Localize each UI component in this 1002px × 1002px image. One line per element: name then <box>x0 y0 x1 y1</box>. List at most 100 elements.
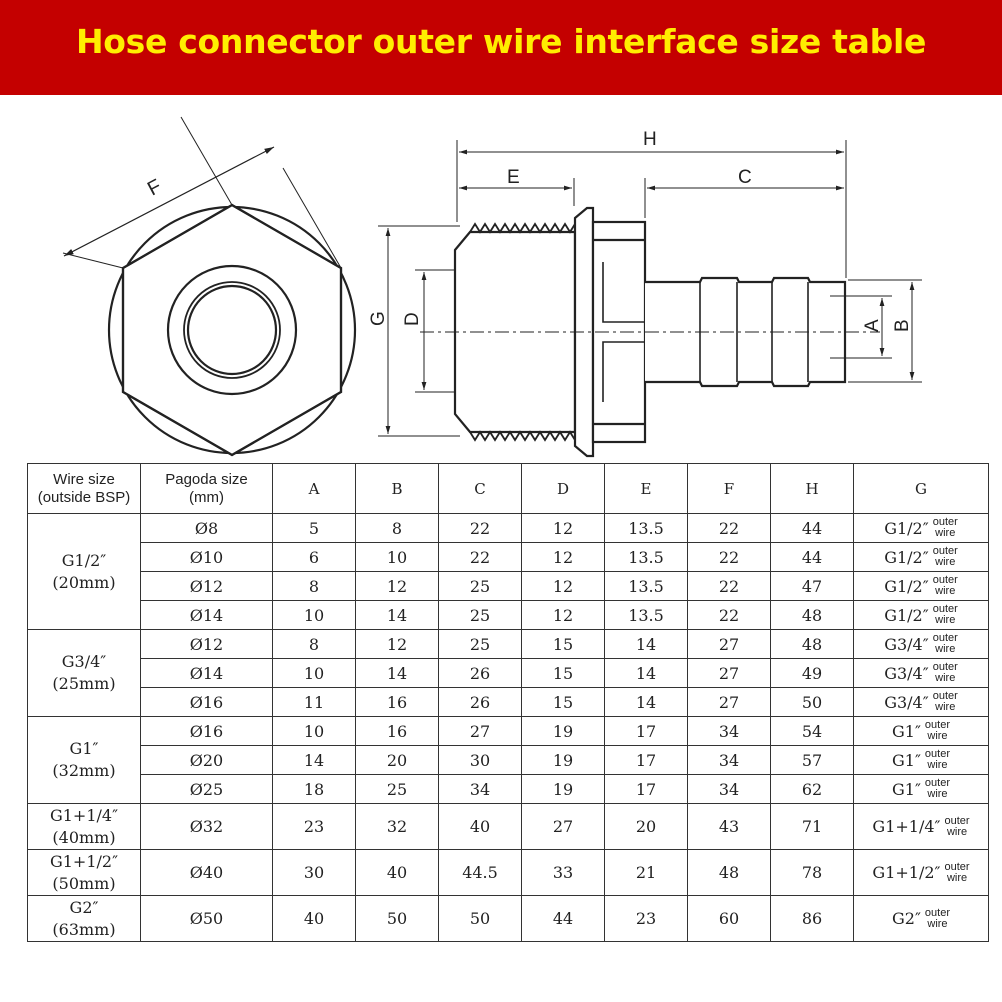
header-pagoda-size: Pagoda size(mm) <box>140 463 273 514</box>
header-A: A <box>272 463 356 514</box>
cell-H: 54 <box>770 716 854 746</box>
cell-B: 20 <box>355 745 439 775</box>
cell-B: 50 <box>355 895 439 942</box>
pagoda-size-cell: Ø25 <box>140 774 273 804</box>
cell-A: 5 <box>272 513 356 543</box>
cell-D: 19 <box>521 745 605 775</box>
cell-C: 50 <box>438 895 522 942</box>
cell-B: 25 <box>355 774 439 804</box>
cell-F: 27 <box>687 658 771 688</box>
cell-F: 22 <box>687 571 771 601</box>
cell-E: 21 <box>604 849 688 896</box>
size-table: Wire size(outside BSP) Pagoda size(mm) A… <box>27 463 989 942</box>
cell-A: 18 <box>272 774 356 804</box>
cell-D: 15 <box>521 687 605 717</box>
cell-C: 26 <box>438 658 522 688</box>
pagoda-size-cell: Ø14 <box>140 658 273 688</box>
cell-C: 40 <box>438 803 522 850</box>
cell-H: 44 <box>770 513 854 543</box>
cell-H: 44 <box>770 542 854 572</box>
cell-C: 34 <box>438 774 522 804</box>
header-B: B <box>355 463 439 514</box>
header-F: F <box>687 463 771 514</box>
cell-F: 22 <box>687 513 771 543</box>
cell-F: 48 <box>687 849 771 896</box>
cell-E: 14 <box>604 658 688 688</box>
cell-H: 48 <box>770 600 854 630</box>
table-header-row: Wire size(outside BSP) Pagoda size(mm) A… <box>27 463 989 514</box>
cell-A: 10 <box>272 658 356 688</box>
label-E: E <box>507 167 520 188</box>
cell-F: 22 <box>687 600 771 630</box>
cell-B: 8 <box>355 513 439 543</box>
pagoda-size-cell: Ø14 <box>140 600 273 630</box>
header-C: C <box>438 463 522 514</box>
cell-B: 14 <box>355 658 439 688</box>
cell-F: 34 <box>687 745 771 775</box>
cell-A: 23 <box>272 803 356 850</box>
end-view <box>62 116 357 457</box>
cell-F: 43 <box>687 803 771 850</box>
header-G: G <box>853 463 989 514</box>
cell-E: 13.5 <box>604 513 688 543</box>
connector-drawing: F <box>62 116 922 458</box>
cell-A: 14 <box>272 745 356 775</box>
wire-size-cell: G1″(32mm) <box>27 716 141 804</box>
cell-H: 48 <box>770 629 854 659</box>
cell-H: 50 <box>770 687 854 717</box>
cell-C: 25 <box>438 571 522 601</box>
wire-size-cell: G2″(63mm) <box>27 895 141 942</box>
cell-D: 15 <box>521 658 605 688</box>
cell-F: 27 <box>687 629 771 659</box>
cell-B: 12 <box>355 571 439 601</box>
cell-D: 12 <box>521 600 605 630</box>
cell-E: 17 <box>604 774 688 804</box>
label-H: H <box>643 129 657 150</box>
cell-E: 17 <box>604 716 688 746</box>
cell-F: 27 <box>687 687 771 717</box>
cell-C: 27 <box>438 716 522 746</box>
pagoda-size-cell: Ø50 <box>140 895 273 942</box>
cell-C: 44.5 <box>438 849 522 896</box>
wire-size-cell: G1/2″(20mm) <box>27 513 141 630</box>
cell-F: 34 <box>687 774 771 804</box>
cell-B: 12 <box>355 629 439 659</box>
title-banner: Hose connector outer wire interface size… <box>0 0 1002 95</box>
cell-D: 44 <box>521 895 605 942</box>
label-D: D <box>402 312 423 326</box>
cell-C: 25 <box>438 629 522 659</box>
cell-E: 13.5 <box>604 600 688 630</box>
cell-B: 14 <box>355 600 439 630</box>
cell-A: 40 <box>272 895 356 942</box>
pagoda-size-cell: Ø32 <box>140 803 273 850</box>
cell-E: 13.5 <box>604 542 688 572</box>
cell-E: 14 <box>604 687 688 717</box>
cell-E: 23 <box>604 895 688 942</box>
cell-D: 27 <box>521 803 605 850</box>
pagoda-size-cell: Ø16 <box>140 687 273 717</box>
pagoda-size-cell: Ø20 <box>140 745 273 775</box>
cell-A: 10 <box>272 600 356 630</box>
header-wire-size: Wire size(outside BSP) <box>27 463 141 514</box>
